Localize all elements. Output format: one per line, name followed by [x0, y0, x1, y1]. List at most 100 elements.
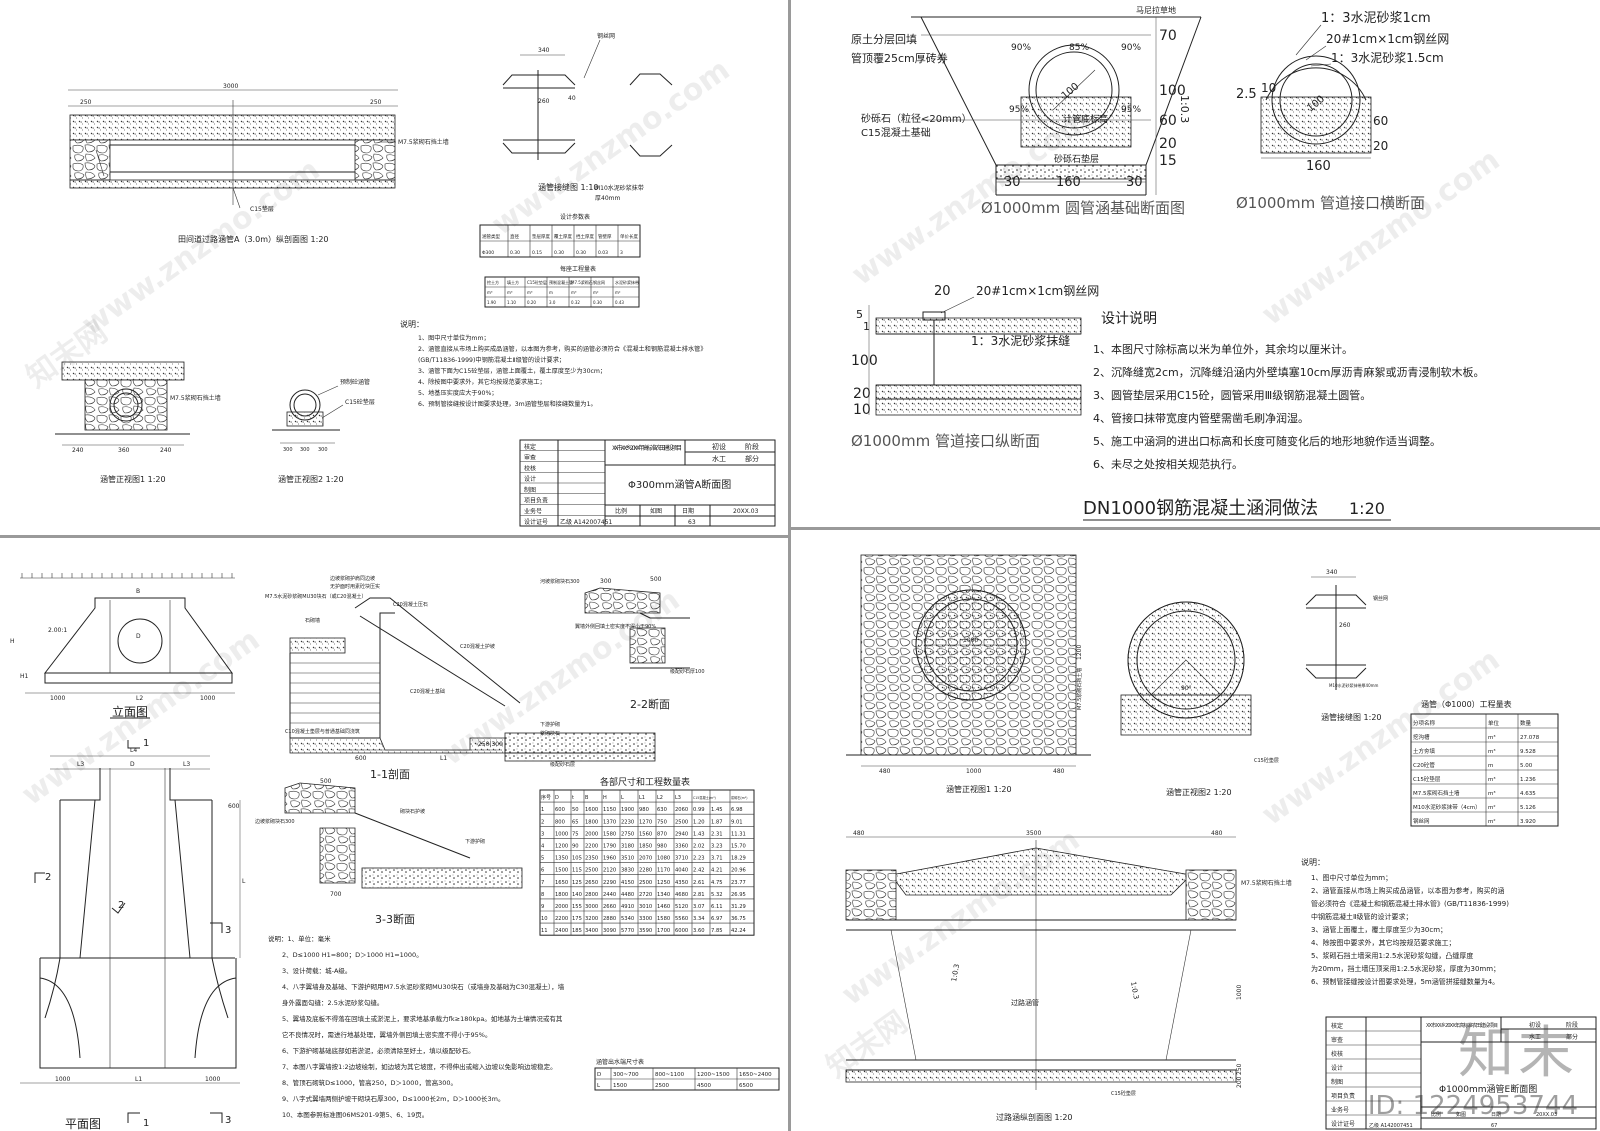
table-cell: 2000 [555, 904, 568, 910]
svg-text:1000: 1000 [966, 768, 981, 775]
svg-text:3: 3 [225, 1115, 231, 1126]
vertical-divider [788, 0, 791, 1131]
table-cell: 单位 [1488, 719, 1500, 727]
table-cell: 0.03 [598, 250, 608, 256]
fill-soil [69, 114, 396, 141]
phi1000-notes: 说明：1、图中尺寸单位为mm；2、涵管直接从市场上购买成品涵管，以本图为参考，购… [1301, 857, 1509, 986]
table-cell: 1200 [555, 844, 568, 850]
table-cell: 6 [541, 868, 544, 874]
table-cell: 挡土厚度 [576, 233, 594, 240]
svg-text:1:20: 1:20 [1349, 499, 1385, 518]
note-line: 2、涵管直接从市场上购买成品涵管，以本图为参考，购买的涵 [1311, 886, 1504, 895]
svg-text:钢丝网: 钢丝网 [1373, 595, 1388, 602]
table-cell: L [597, 1083, 601, 1089]
table-cell: 填土方 [507, 279, 519, 285]
svg-text:河坡浆砌块石300: 河坡浆砌块石300 [540, 578, 580, 585]
svg-text:100: 100 [1159, 83, 1186, 99]
plan-title: 平面图 [65, 1117, 101, 1131]
svg-text:300: 300 [283, 447, 293, 453]
table-cell: 3.0 [549, 300, 556, 305]
svg-text:乙级 A142007451: 乙级 A142007451 [1369, 1122, 1413, 1129]
phi1000-front1-title: 涵管正视图1 1:20 [946, 784, 1012, 794]
svg-text:比例: 比例 [615, 507, 627, 515]
svg-text:管顶覆25cm厚砖券: 管顶覆25cm厚砖券 [851, 51, 948, 65]
front2-title: 涵管正视图2 1:20 [278, 474, 344, 484]
svg-text:500: 500 [320, 778, 332, 785]
table-header: L [621, 795, 624, 801]
svg-text:260: 260 [1339, 622, 1351, 629]
table-cell: 3590 [639, 928, 652, 934]
table-cell: 0.43 [615, 300, 624, 305]
svg-text:过路涵管: 过路涵管 [1011, 998, 1039, 1007]
svg-text:30: 30 [1004, 175, 1021, 190]
image-id: ID: 1224953744 [1367, 1091, 1578, 1121]
svg-text:2.5: 2.5 [1236, 87, 1257, 102]
wingwall-qty-title: 各部尺寸和工程数量表 [600, 776, 690, 788]
table-cell: 覆土厚度 [554, 233, 572, 240]
svg-text:C15混凝土基础: C15混凝土基础 [861, 126, 931, 139]
table-cell: m² [593, 290, 599, 295]
table-cell: m [1488, 763, 1493, 769]
table-cell: 1900 [621, 807, 634, 813]
table-cell: 1.45 [711, 807, 723, 813]
label-mortar: M10水泥砂浆抹带 [595, 184, 644, 192]
table-cell: 105 [572, 856, 582, 862]
table-cell: 2750 [621, 831, 634, 837]
dn1000-foundation-section: 马尼拉草地 100 原土分层回填 管顶覆25cm厚砖券 砂砾石（粒径<20mm）… [851, 5, 1202, 217]
table-cell: 1560 [639, 831, 652, 837]
tb-row-label: 审查 [1331, 1036, 1343, 1044]
svg-text:3500: 3500 [1026, 830, 1041, 837]
table-cell: 36.75 [731, 916, 746, 922]
note-line: (GB/T11836-1999)中钢筋混凝土Ⅱ级管的设计要求； [418, 356, 565, 364]
table-cell: 3510 [621, 856, 634, 862]
svg-text:300: 300 [300, 447, 310, 453]
phi1000-title-block: XX市XX乡20XX年高标准农田建设项目 初设 阶段 水工 部分 Φ1000mm… [1325, 1016, 1597, 1130]
table-cell: 1600 [585, 807, 598, 813]
table-cell: 7 [541, 880, 544, 886]
svg-text:15: 15 [1159, 153, 1177, 169]
table-cell: 980 [657, 844, 667, 850]
table-cell: m³ [1488, 776, 1496, 783]
svg-text:2: 2 [45, 872, 51, 883]
section-2-2: 河坡浆砌块石300 300 500 翼墙外侧回填土密实度不得小于90% 级配砂石… [540, 576, 705, 711]
table-cell: 3830 [621, 868, 634, 874]
table-cell: 18.29 [731, 856, 746, 862]
table-cell: 4910 [621, 904, 634, 910]
svg-text:60: 60 [1159, 113, 1177, 129]
table-header: H [603, 795, 607, 801]
table-cell: 3 [541, 831, 544, 837]
table-cell: 75 [572, 831, 579, 837]
svg-text:边坡浆砌块石300: 边坡浆砌块石300 [255, 818, 295, 825]
phi1000-qty-title: 涵管（Φ1000）工程量表 [1421, 699, 1512, 709]
svg-text:B: B [136, 588, 140, 595]
note-line: 1、图中尺寸单位为mm； [1311, 873, 1392, 882]
dn1000-joint-longitudinal: 20 20#1cm×1cm钢丝网 1：3水泥砂浆抹缝 5 1 100 20 10… [851, 284, 1099, 450]
phi1000-longitudinal-section: 480 3500 480 1:0.3 1:0.3 过路涵管 M7.5浆砌石挡土墙… [845, 830, 1292, 1122]
elevation-view: 2.00:1 1000 L2 1000 B H D H1 立面图 [10, 573, 235, 719]
svg-text:20#1cm×1cm钢丝网: 20#1cm×1cm钢丝网 [976, 284, 1099, 298]
note-line: 9、八字式翼墙两侧护坡干砌块石厚300，D≤1000长2m，D＞1000长3m。 [282, 1094, 505, 1103]
table-cell: 0.30 [510, 250, 520, 256]
panel-phi1000-culvert: 1000 480 1000 480 1200 M7.5浆砌石挡土墙 涵管正视图1… [791, 530, 1600, 1131]
section-3-3-title: 3-3断面 [375, 912, 415, 926]
table-header: D [555, 795, 559, 801]
table-cell: 水泥砂浆抹带 [615, 279, 639, 285]
svg-text:M10水泥砂浆抹带厚40mm: M10水泥砂浆抹带厚40mm [1329, 682, 1379, 688]
svg-text:20: 20 [853, 386, 871, 402]
svg-text:67: 67 [1491, 1123, 1497, 1129]
svg-text:1:0.3: 1:0.3 [1178, 95, 1191, 123]
dim-3000: 3000 [223, 83, 238, 90]
panel-phi300-culvert: 3000 250 250 M7.5浆砌石挡土墙 C15垫层 田间道过路涵管A（3… [0, 0, 788, 535]
table-cell: 2940 [675, 831, 688, 837]
table-cell: 20.96 [731, 868, 746, 874]
table-cell: 185 [572, 928, 582, 934]
table-cell: 26.95 [731, 892, 746, 898]
note-line: 4、八字翼墙身及基础、下游护砌用M7.5水泥砂浆砌MU30块石（或墙身及基础为C… [282, 982, 565, 991]
note-line: 3、设计荷载：城-A级。 [282, 966, 351, 975]
panel-wingwall-culvert: 2.00:1 1000 L2 1000 B H D H1 立面图 L4 L3 D… [0, 538, 788, 1131]
svg-text:85%: 85% [1069, 43, 1089, 53]
svg-text:1：3水泥砂浆1.5cm: 1：3水泥砂浆1.5cm [1331, 50, 1444, 65]
svg-text:600: 600 [228, 803, 240, 810]
